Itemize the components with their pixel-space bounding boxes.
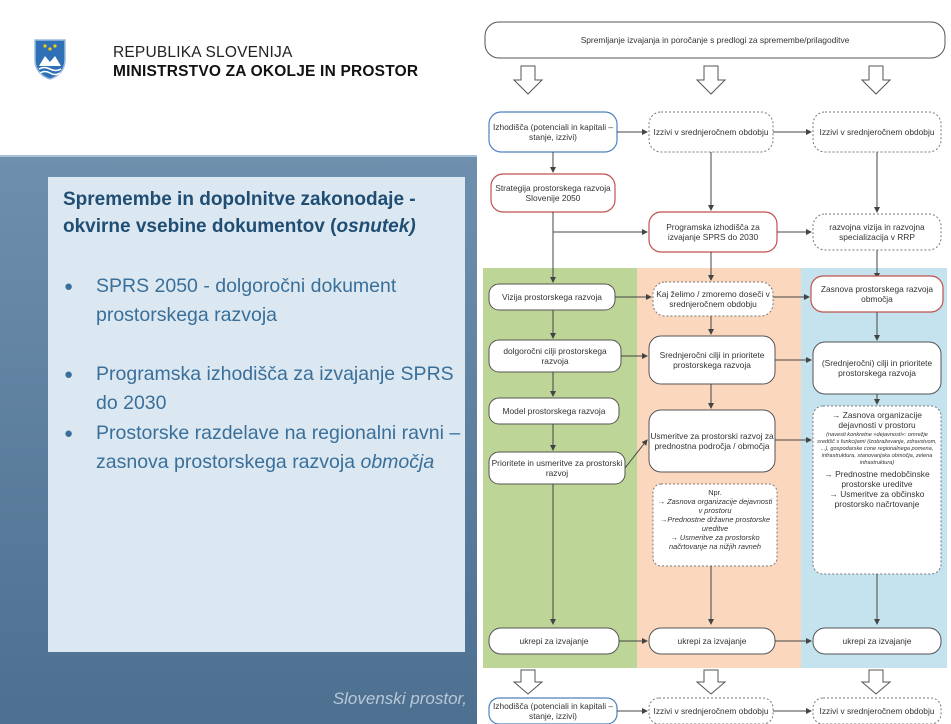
bottom-box: Izhodišča (potenciali in kapitali – stan…	[492, 701, 614, 721]
measure-box: ukrepi za izvajanje	[519, 636, 589, 646]
row1-box-shape	[648, 111, 774, 153]
npr-line: → Usmeritve za prostorsko načrtovanje na…	[668, 533, 762, 551]
col3-list-item: → Zasnova organizacije dejavnosti v pros…	[832, 410, 922, 430]
bottom-box-shape	[648, 697, 774, 724]
col1-box: Vizija prostorskega razvoja	[502, 292, 602, 302]
col2-box-shape	[648, 409, 776, 473]
panel-title: Spremembe in dopolnitve zakonodaje - okv…	[63, 186, 463, 240]
program-box: Programska izhodišča za izvajanje SPRS d…	[666, 222, 760, 242]
col2-box: Srednjeročni cilji in prioritete prostor…	[659, 350, 765, 370]
footer-caption: Slovenski prostor,	[332, 689, 467, 708]
header-divider	[0, 155, 477, 158]
bottom-box: Izzivi v srednjeročnem obdobju	[819, 706, 935, 716]
vision-rrp-box: razvojna vizija in razvojna specializaci…	[829, 222, 925, 242]
col2-box: Kaj želimo / zmoremo doseči v srednjeroč…	[656, 289, 770, 309]
npr-line: →Prednostne državne prostorske ureditve	[659, 515, 771, 533]
top-banner-shape	[484, 21, 946, 59]
republic-label: REPUBLIKA SLOVENIJA	[113, 44, 293, 61]
hollow-arrow-icon	[512, 65, 544, 95]
bullet-text: SPRS 2050 - dolgoročni dokument prostors…	[96, 272, 466, 330]
bullet-text: Programska izhodišča za izvajanje SPRS d…	[96, 360, 466, 418]
col3-list-item: (navesti konkretne »dejavnosti«: omrežje…	[817, 432, 937, 466]
col1-box: dolgoročni cilji prostorskega razvoja	[503, 346, 607, 366]
bullet-dot-icon: ●	[64, 425, 74, 442]
col3-list-item: → Prednostne medobčinske prostorske ured…	[824, 469, 930, 489]
bottom-box-shape	[812, 697, 942, 724]
left-panel: REPUBLIKA SLOVENIJA MINISTRSTVO ZA OKOLJ…	[0, 39, 477, 724]
col1-box-shape	[488, 397, 620, 425]
npr-line: → Zasnova organizacije dejavnosti v pros…	[657, 497, 773, 515]
col3-list-item: → Usmeritve za občinsko prostorsko načrt…	[829, 489, 925, 509]
row1-box: Izhodišča (potenciali in kapitali – stan…	[492, 122, 614, 142]
panel-title-main: Spremembe in dopolnitve zakonodaje - okv…	[63, 189, 416, 237]
bullet-text-main: Prostorske razdelave na regionalni ravni…	[96, 422, 461, 473]
npr-line: Npr.	[708, 488, 722, 497]
bullet-text-main: Programska izhodišča za izvajanje SPRS d…	[96, 363, 454, 414]
col3-box: (Srednjeročni) cilji in prioritete prost…	[821, 358, 933, 378]
diagram-canvas	[483, 21, 947, 724]
slovenia-coat-of-arms-icon	[34, 39, 66, 80]
ministry-label: MINISTRSTVO ZA OKOLJE IN PROSTOR	[113, 63, 419, 80]
col1-box: Model prostorskega razvoja	[502, 406, 606, 416]
npr-box: Npr. → Zasnova organizacije dejavnosti v…	[657, 488, 773, 551]
bullet-dot-icon: ●	[64, 366, 74, 383]
bullet-text: Prostorske razdelave na regionalni ravni…	[96, 419, 466, 477]
hollow-arrow-icon	[695, 65, 727, 95]
measure-box: ukrepi za izvajanje	[677, 636, 747, 646]
flow-diagram: Spremljanje izvajanja in poročanje s pre…	[477, 0, 951, 724]
col3-list: → Zasnova organizacije dejavnosti v pros…	[817, 410, 937, 509]
panel-title-italic: osnutek)	[336, 216, 416, 237]
col1-box: Prioritete in usmeritve za prostorski ra…	[491, 458, 623, 478]
content-box	[48, 177, 465, 652]
hollow-arrow-icon	[695, 669, 727, 695]
bullet-text-main: SPRS 2050 - dolgoročni dokument prostors…	[96, 275, 397, 326]
measure-box-shape	[812, 627, 942, 655]
hollow-arrow-icon	[512, 669, 544, 695]
bottom-box: Izzivi v srednjeročnem obdobju	[653, 706, 769, 716]
measure-box: ukrepi za izvajanje	[842, 636, 912, 646]
top-banner: Spremljanje izvajanja in poročanje s pre…	[580, 35, 850, 45]
bullet-text-italic: območja	[360, 451, 435, 473]
row1-box: Izzivi v srednjeročnem obdobju	[819, 127, 935, 137]
bullet-dot-icon: ●	[64, 278, 74, 295]
hollow-arrow-icon	[860, 669, 892, 695]
strategy-box: Strategija prostorskega razvoja Slovenij…	[495, 183, 611, 203]
col3-box: Zasnova prostorskega razvoja območja	[820, 284, 934, 304]
row1-box: Izzivi v srednjeročnem obdobju	[653, 127, 769, 137]
col2-box-shape	[652, 281, 774, 317]
hollow-arrow-icon	[860, 65, 892, 95]
npr-box-shape	[652, 483, 778, 567]
arrow-line	[624, 439, 648, 469]
col2-box: Usmeritve za prostorski razvoj za predno…	[650, 431, 774, 451]
